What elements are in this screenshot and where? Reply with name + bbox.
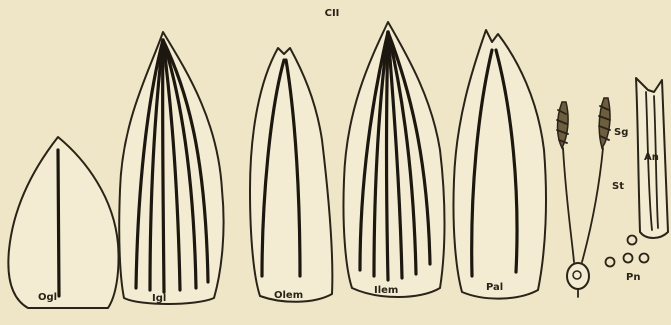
palea-label: Pal: [486, 282, 503, 293]
inner-glume-label: Igl: [152, 293, 166, 304]
plate-label: CII: [325, 8, 340, 19]
ovary: [567, 263, 589, 289]
style-label: St: [612, 181, 624, 192]
stigma-right: [599, 98, 610, 148]
stigma-label: Sg: [614, 127, 628, 138]
outer-lemma: Olem: [250, 48, 332, 302]
anther-label: An: [644, 152, 659, 163]
stigma-left: [557, 102, 568, 148]
inner-lemma-label: Ilem: [374, 285, 398, 296]
palea: Pal: [453, 30, 546, 299]
outer-lemma-label: Olem: [274, 290, 303, 301]
outer-glume: Ogl: [8, 137, 118, 308]
inner-lemma: Ilem: [343, 22, 444, 297]
pollen-label: Pn: [626, 272, 640, 283]
pistil: Sg St: [557, 98, 628, 297]
inner-glume: Igl: [119, 32, 223, 304]
anther: An: [636, 78, 668, 238]
pollen-grains: Pn: [606, 236, 649, 284]
outer-glume-label: Ogl: [38, 292, 57, 303]
